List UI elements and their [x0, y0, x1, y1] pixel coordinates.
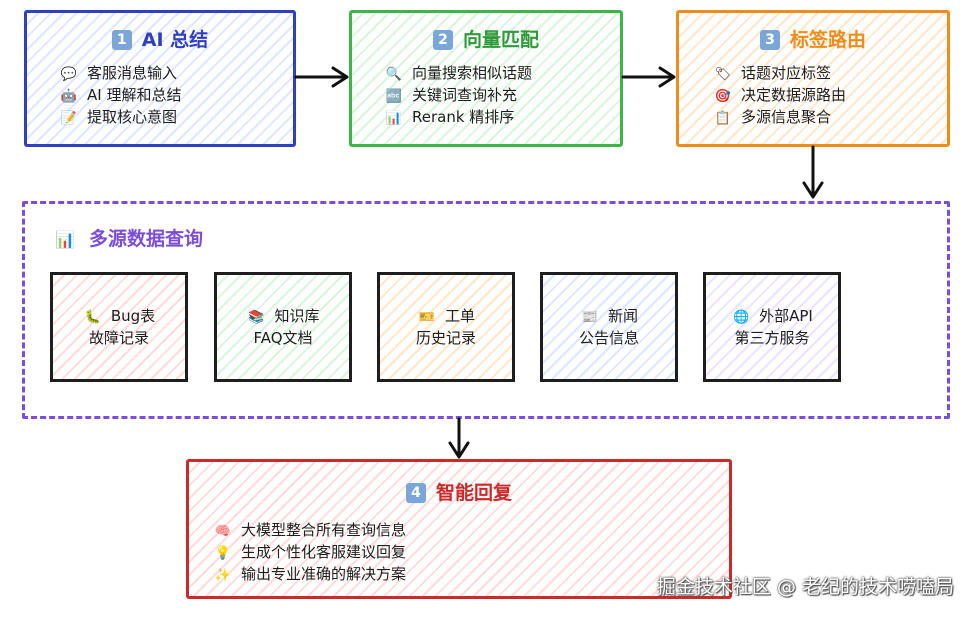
multi-source-query-section: 📊 多源数据查询 🐛 Bug表 故障记录 📚 知识库 FAQ文档 🎫 工单 历史记录 📰… — [22, 201, 950, 419]
bar-chart-icon: 📊 — [385, 111, 403, 126]
step2-title-text: 向量匹配 — [462, 29, 539, 51]
list-item-label: AI 理解和总结 — [87, 86, 182, 104]
step3-number-badge: 3 — [759, 30, 780, 50]
list-item: 📝 提取核心意图 — [59, 107, 181, 129]
step4-title-text: 智能回复 — [435, 482, 512, 504]
speech-bubble-icon: 💬 — [60, 67, 78, 82]
step1-title-text: AI 总结 — [141, 29, 209, 51]
list-item-label: 大模型整合所有查询信息 — [241, 521, 407, 539]
step4-box: 4 智能回复 🧠 大模型整合所有查询信息 💡 生成个性化客服建议回复 ✨ 输出专业准确的… — [186, 459, 732, 599]
source-title: 🌐 外部API — [706, 305, 838, 326]
list-item-label: 提取核心意图 — [87, 108, 178, 126]
source-title: 🎫 工单 — [380, 305, 512, 326]
list-item: 📋 多源信息聚合 — [713, 107, 846, 129]
list-item: 🏷 话题对应标签 — [713, 63, 846, 85]
step3-box: 3 标签路由 🏷 话题对应标签 🎯 决定数据源路由 📋 多源信息聚合 — [676, 10, 950, 147]
source-subtitle: FAQ文档 — [253, 329, 313, 347]
clipboard-icon: 📋 — [714, 111, 732, 126]
step2-title: 2 向量匹配 — [352, 25, 620, 52]
step4-title: 4 智能回复 — [189, 478, 729, 505]
memo-icon: 📝 — [60, 111, 78, 126]
list-item: 💡 生成个性化客服建议回复 — [213, 542, 406, 564]
arrow-query-to-step4 — [448, 417, 470, 459]
ticket-icon: 🎫 — [418, 310, 436, 325]
robot-icon: 🤖 — [60, 89, 78, 104]
source-subtitle: 故障记录 — [88, 329, 149, 347]
watermark: 掘金技术社区 @ 老纪的技术唠嗑局 — [656, 576, 954, 598]
step1-title: 1 AI 总结 — [27, 25, 293, 52]
step1-box: 1 AI 总结 💬 客服消息输入 🤖 AI 理解和总结 📝 提取核心意图 — [24, 10, 296, 147]
abc-icon: 🔤 — [385, 89, 403, 104]
list-item: 📊 Rerank 精排序 — [384, 107, 532, 129]
list-item-label: 客服消息输入 — [87, 64, 178, 82]
brain-icon: 🧠 — [214, 524, 232, 539]
list-item-label: 决定数据源路由 — [741, 86, 847, 104]
step1-number-badge: 1 — [111, 30, 132, 50]
step3-items: 🏷 话题对应标签 🎯 决定数据源路由 📋 多源信息聚合 — [713, 63, 846, 129]
source-line1: 新闻 — [607, 307, 638, 325]
target-icon: 🎯 — [714, 89, 732, 104]
source-tickets: 🎫 工单 历史记录 — [377, 272, 515, 382]
list-item-label: 多源信息聚合 — [741, 108, 832, 126]
list-item-label: Rerank 精排序 — [412, 108, 515, 126]
tag-icon: 🏷 — [714, 67, 732, 82]
source-title: 🐛 Bug表 — [53, 305, 185, 326]
step4-items: 🧠 大模型整合所有查询信息 💡 生成个性化客服建议回复 ✨ 输出专业准确的解决方案 — [213, 520, 406, 586]
lightbulb-icon: 💡 — [214, 546, 232, 561]
list-item-label: 输出专业准确的解决方案 — [241, 565, 407, 583]
section-title: 📊 多源数据查询 — [55, 224, 203, 251]
section-title-text: 多源数据查询 — [89, 228, 204, 250]
source-title: 📰 新闻 — [543, 305, 675, 326]
list-item: 🎯 决定数据源路由 — [713, 85, 846, 107]
bar-chart-icon: 📊 — [55, 230, 75, 249]
list-item-label: 向量搜索相似话题 — [412, 64, 533, 82]
source-title: 📚 知识库 — [217, 305, 349, 326]
source-line1: 工单 — [444, 307, 475, 325]
arrow-step1-to-step2 — [294, 66, 349, 88]
source-news: 📰 新闻 公告信息 — [540, 272, 678, 382]
list-item: ✨ 输出专业准确的解决方案 — [213, 564, 406, 586]
list-item-label: 关键词查询补充 — [412, 86, 518, 104]
source-subtitle: 历史记录 — [415, 329, 476, 347]
list-item: 🤖 AI 理解和总结 — [59, 85, 182, 107]
step3-title-text: 标签路由 — [789, 29, 866, 51]
list-item-label: 生成个性化客服建议回复 — [241, 543, 407, 561]
arrow-step3-to-query — [802, 145, 824, 199]
source-bug-table: 🐛 Bug表 故障记录 — [50, 272, 188, 382]
source-external-api: 🌐 外部API 第三方服务 — [703, 272, 841, 382]
step2-items: 🔍 向量搜索相似话题 🔤 关键词查询补充 📊 Rerank 精排序 — [384, 63, 532, 129]
source-subtitle: 公告信息 — [578, 329, 639, 347]
step2-box: 2 向量匹配 🔍 向量搜索相似话题 🔤 关键词查询补充 📊 Rerank 精排序 — [349, 10, 623, 147]
step3-title: 3 标签路由 — [679, 25, 947, 52]
source-line1: Bug表 — [110, 307, 156, 325]
step2-number-badge: 2 — [432, 30, 453, 50]
sparkles-icon: ✨ — [214, 568, 232, 583]
books-icon: 📚 — [248, 310, 265, 325]
list-item: 💬 客服消息输入 — [59, 63, 181, 85]
bug-icon: 🐛 — [84, 310, 101, 325]
list-item: 🔤 关键词查询补充 — [384, 85, 532, 107]
newspaper-icon: 📰 — [581, 310, 599, 325]
list-item: 🔍 向量搜索相似话题 — [384, 63, 532, 85]
source-line1: 外部API — [759, 307, 813, 325]
step1-items: 💬 客服消息输入 🤖 AI 理解和总结 📝 提取核心意图 — [59, 63, 182, 129]
globe-icon: 🌐 — [733, 310, 750, 325]
list-item: 🧠 大模型整合所有查询信息 — [213, 520, 406, 542]
arrow-step2-to-step3 — [621, 66, 676, 88]
magnifier-icon: 🔍 — [385, 67, 403, 82]
source-line1: 知识库 — [274, 307, 320, 325]
source-subtitle: 第三方服务 — [734, 329, 810, 347]
step4-number-badge: 4 — [405, 483, 426, 503]
list-item-label: 话题对应标签 — [741, 64, 832, 82]
source-knowledge-base: 📚 知识库 FAQ文档 — [214, 272, 352, 382]
